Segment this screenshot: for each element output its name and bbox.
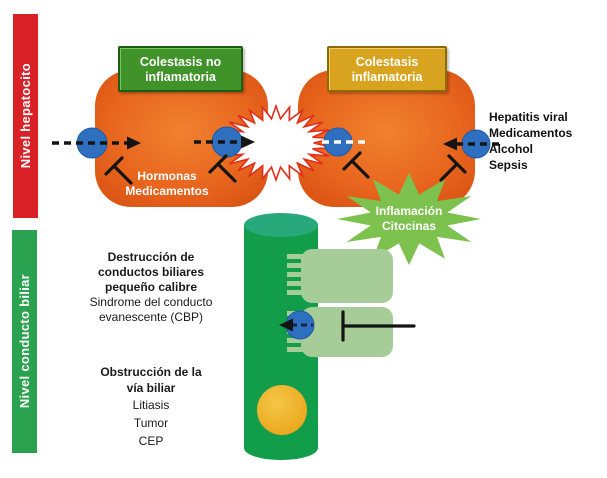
obstruction-cep: CEP <box>138 434 164 448</box>
obstruction-line2: vía biliar <box>126 380 176 395</box>
bile-duct-level-label: Nivel conducto biliar <box>17 274 32 409</box>
destruction-line2: conductos biliares <box>97 265 205 279</box>
noninflammatory-cholestasis-box: Colestasis no inflamatoria <box>118 46 243 92</box>
inflammatory-box-line1: Colestasis <box>355 55 419 69</box>
hepatocyte-level-rail: Nivel hepatocito <box>13 14 38 218</box>
inhibition-symbol-3 <box>342 151 370 179</box>
inflammatory-box-line2: inflamatoria <box>351 70 423 84</box>
duct-obstruction-text: Obstrucción de la vía biliar Litiasis Tu… <box>75 365 227 450</box>
arrowhead-left-secretion <box>241 135 255 149</box>
bile-canaliculus-starburst <box>219 103 333 183</box>
inflammatory-cholestasis-box: Colestasis inflamatoria <box>327 46 447 92</box>
inhibition-symbol-1 <box>104 156 133 185</box>
bile-duct-level-rail: Nivel conducto biliar <box>12 230 37 453</box>
obstruction-tumor: Tumor <box>133 416 169 430</box>
duct-destruction-text: Destrucción de conductos biliares pequeñ… <box>75 250 227 325</box>
medicamentos-label: Medicamentos <box>125 184 209 198</box>
inhibition-symbol-4 <box>439 154 467 182</box>
cause-sepsis: Sepsis <box>489 158 528 172</box>
arrowhead-left-entry <box>127 136 141 150</box>
obstruction-line1: Obstrucción de la <box>100 365 202 379</box>
cause-alcohol: Alcohol <box>489 142 533 156</box>
destruction-line1: Destrucción de <box>107 250 195 264</box>
noninflammatory-box-line1: Colestasis no <box>139 55 222 69</box>
cholangiocyte-cell-top <box>301 249 393 303</box>
transporter-dot-canalicular-left <box>211 126 243 158</box>
cholangiocyte-cells <box>287 249 393 357</box>
inflamacion-label: Inflamación <box>375 204 443 218</box>
hormonas-label: Hormonas <box>137 169 197 183</box>
inhibition-symbol-2 <box>208 154 237 183</box>
noninflammatory-box-line2: inflamatoria <box>145 70 216 84</box>
inflammation-star-label: Inflamación Citocinas <box>343 204 475 234</box>
cause-medicamentos: Medicamentos <box>489 126 573 140</box>
arrowhead-right-entry <box>443 137 457 151</box>
hepatocyte-cell-right <box>298 70 475 207</box>
gallstone-circle <box>257 385 307 435</box>
destruction-sub2: evanescente (CBP) <box>98 310 204 324</box>
arrowhead-cholangiocyte <box>279 318 293 332</box>
right-causes-list: Hepatitis viral Medicamentos Alcohol Sep… <box>489 109 604 173</box>
cause-hepatitis-viral: Hepatitis viral <box>489 110 568 124</box>
inhibition-symbol-cholangiocyte <box>341 310 416 342</box>
hepatocyte-inhibitors-label: Hormonas Medicamentos <box>103 169 231 199</box>
cholangiocyte-cell-bottom <box>301 307 393 357</box>
inflammation-starburst <box>337 173 481 265</box>
obstruction-litiasis: Litiasis <box>132 398 170 412</box>
hepatocyte-level-label: Nivel hepatocito <box>18 63 33 169</box>
destruction-sub1: Sindrome del conducto <box>89 295 213 309</box>
bile-duct-cylinder-top <box>244 213 318 237</box>
destruction-line3: pequeño calibre <box>104 280 198 294</box>
citocinas-label: Citocinas <box>381 219 436 233</box>
